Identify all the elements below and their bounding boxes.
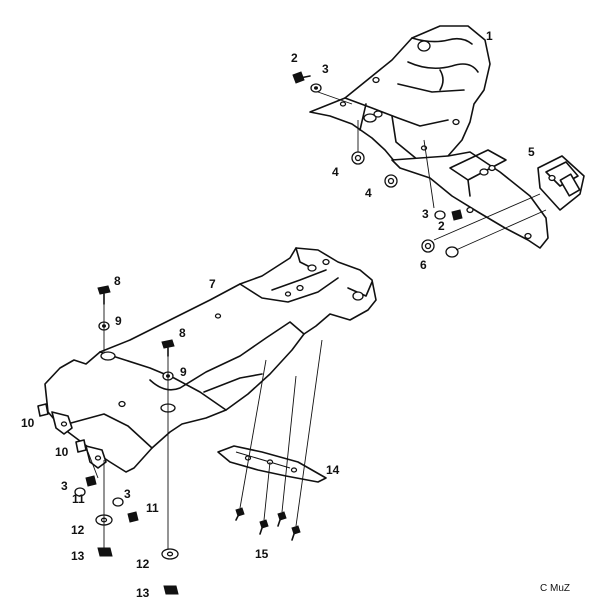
callout-15: 15 [255,547,269,561]
callout-4-right: 4 [365,186,372,200]
callout-3-left: 3 [61,479,68,493]
callout-2-upper: 2 [291,51,298,65]
part-5-mounting-plate [391,149,585,249]
part-1-rear-fairing [309,25,491,163]
callout-3-right: 3 [124,487,131,501]
callout-8-upper: 8 [114,274,121,288]
callout-13-right: 13 [136,586,150,600]
left-hardware-stack [37,285,179,595]
part-7-rear-subframe [44,247,377,473]
callout-9-upper: 9 [115,314,122,328]
screw-2-upper [292,71,311,84]
callout-3-lower: 3 [422,207,429,221]
callout-10-lower: 10 [55,445,69,459]
part-14-plate [217,445,327,483]
callout-7: 7 [209,277,216,291]
part-15-screws [235,339,323,541]
callout-labels: 1 2 3 4 4 5 3 2 6 7 8 9 8 9 10 10 11 3 3… [21,29,535,600]
callout-8-lower: 8 [179,326,186,340]
callout-13-left: 13 [71,549,85,563]
callout-11-left: 11 [72,492,85,506]
callout-2-lower: 2 [438,219,445,233]
callout-11-right: 11 [146,501,159,515]
callout-5: 5 [528,145,535,159]
callout-10-upper: 10 [21,416,35,430]
part-1-hardware [292,71,547,258]
callout-12-right: 12 [136,557,150,571]
callout-1: 1 [486,29,493,43]
callout-4-left: 4 [332,165,339,179]
callout-12-left: 12 [71,523,85,537]
callout-14: 14 [326,463,340,477]
image-credit: C MuZ [540,583,570,594]
callout-6: 6 [420,258,427,272]
callout-3-upper: 3 [322,62,329,76]
callout-9-lower: 9 [180,365,187,379]
